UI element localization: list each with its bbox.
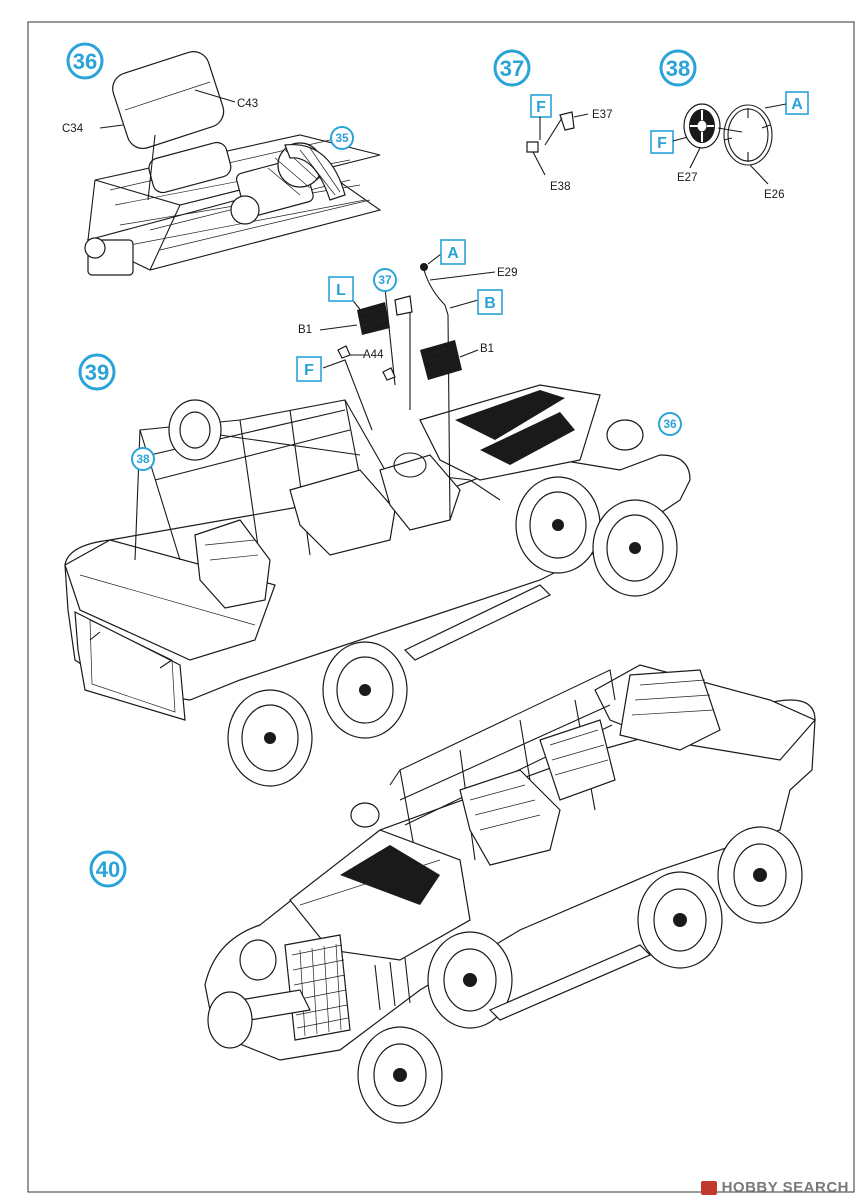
part-b1-right-label: B1 <box>480 343 494 355</box>
wheel-front-1 <box>515 476 601 574</box>
step-38-reference: 38 <box>131 447 155 471</box>
step-37-number: 37 <box>500 56 524 81</box>
hobby-search-watermark: HOBBY SEARCH <box>700 1179 849 1196</box>
step-39-number: 39 <box>85 360 109 385</box>
part-e38-label: E38 <box>550 181 570 193</box>
part-e37-label: E37 <box>592 109 612 121</box>
step-40-badge: 40 <box>89 850 127 888</box>
svg-text:F: F <box>304 362 314 379</box>
tag-f-step38: F <box>657 135 667 152</box>
part-b1-left-label: B1 <box>298 324 312 336</box>
step-40-illustration <box>204 664 816 1124</box>
svg-text:L: L <box>336 282 346 299</box>
watermark-text: HOBBY SEARCH <box>721 1179 849 1196</box>
step-39-badge: 39 <box>78 353 116 391</box>
part-e27-label: E27 <box>677 172 697 184</box>
step-37-reference: 37 <box>373 268 397 292</box>
wheel-rear-2 <box>227 689 313 787</box>
step-35-reference: 35 <box>330 126 354 150</box>
tag-a-step38: A <box>791 96 803 113</box>
svg-text:36: 36 <box>663 417 677 431</box>
svg-text:B: B <box>484 295 496 312</box>
wheel-rear <box>717 826 803 924</box>
step-37-badge: 37 <box>493 49 531 87</box>
step-36-badge: 36 <box>66 42 104 80</box>
part-e29-label: E29 <box>497 267 517 279</box>
wheel-rear-1 <box>322 641 408 739</box>
step-36-number: 36 <box>73 49 97 74</box>
step-38-illustration: A F <box>650 91 809 185</box>
part-c43-label: C43 <box>237 98 258 110</box>
tag-f-step39: F <box>296 356 322 382</box>
part-a44-label: A44 <box>363 349 384 361</box>
wheel-mid <box>637 871 723 969</box>
hobby-search-logo-icon <box>700 1180 717 1195</box>
wheel-front-2 <box>592 499 678 597</box>
step-37-illustration: F <box>526 94 589 176</box>
tag-b-step39: B <box>477 289 503 315</box>
step-39-illustration <box>64 253 691 787</box>
page-frame <box>27 21 855 1193</box>
wheel-front-left <box>357 1026 443 1124</box>
step-40-number: 40 <box>96 857 120 882</box>
step-38-badge: 38 <box>659 49 697 87</box>
tag-f-step37: F <box>536 99 546 116</box>
tag-l-step39: L <box>328 276 354 302</box>
svg-text:A: A <box>447 245 459 262</box>
wheel-front-right <box>427 931 513 1029</box>
svg-text:38: 38 <box>136 452 150 466</box>
svg-text:37: 37 <box>378 273 392 287</box>
step-38-number: 38 <box>666 56 690 81</box>
step-36-illustration <box>84 51 382 276</box>
part-e26-label: E26 <box>764 189 784 201</box>
svg-text:35: 35 <box>335 131 349 145</box>
tag-a-step39: A <box>440 239 466 265</box>
part-c34-label: C34 <box>62 123 84 135</box>
step-36-reference: 36 <box>658 412 682 436</box>
